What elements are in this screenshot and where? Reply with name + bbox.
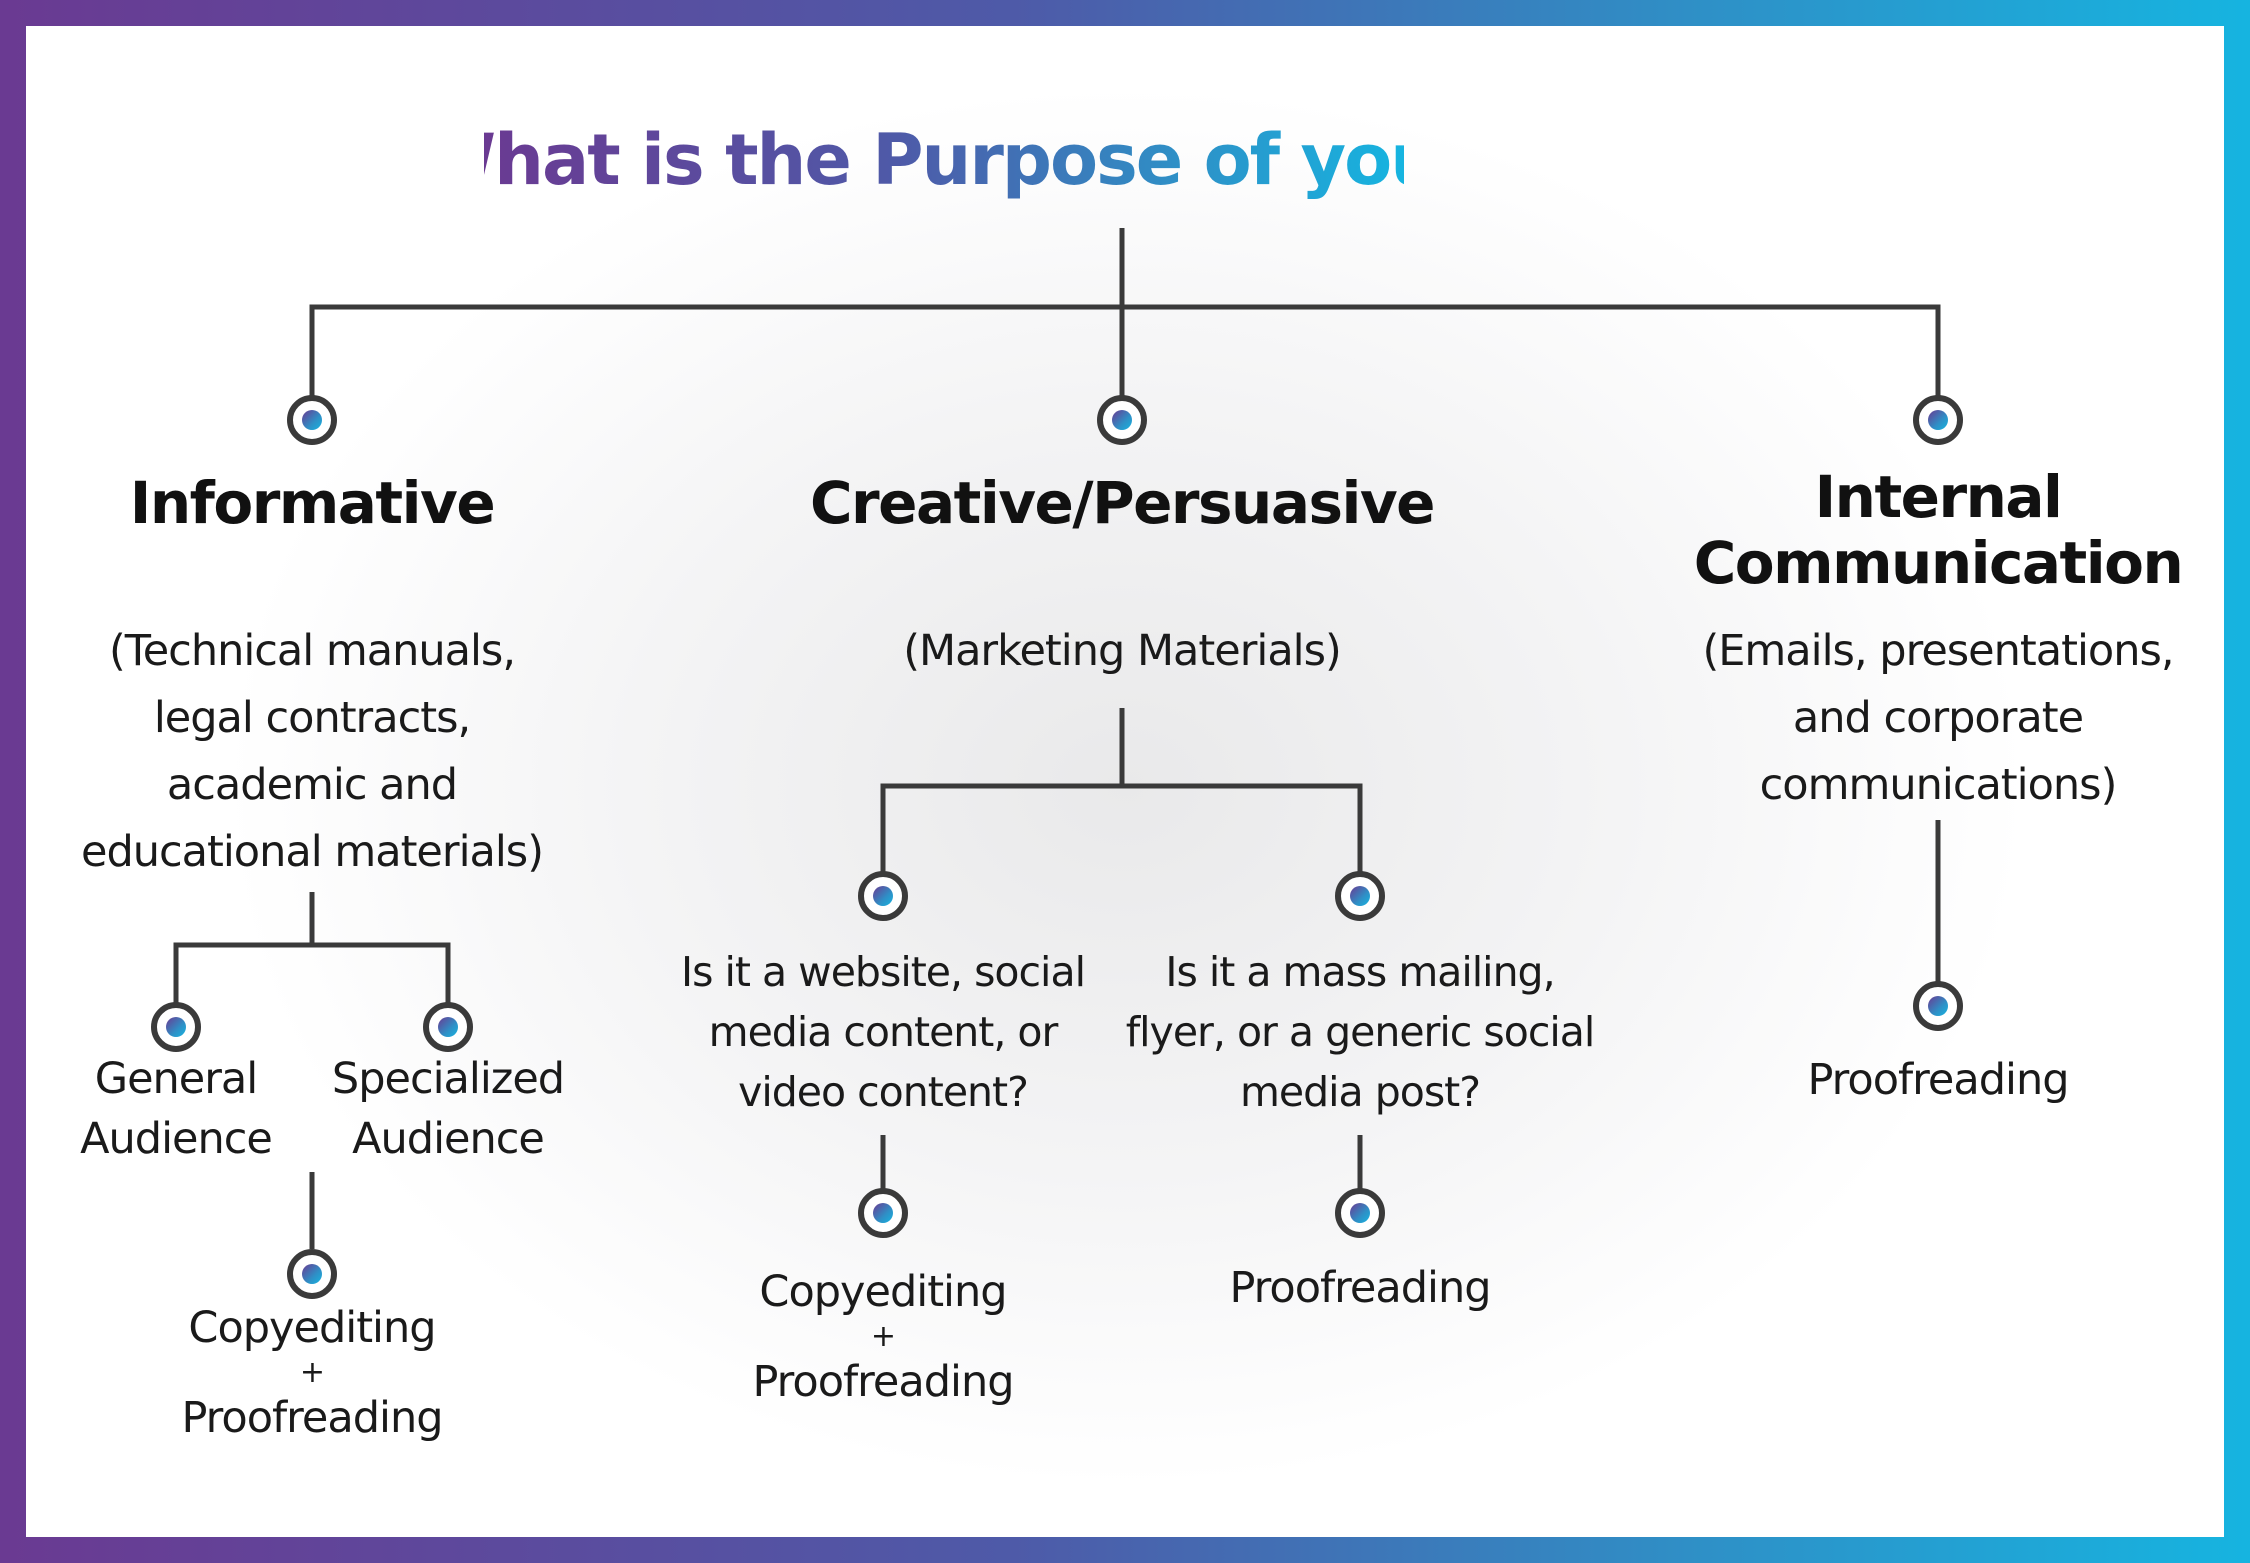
general-audience-node	[151, 1002, 201, 1052]
specialized-audience-label: Specialized Audience	[331, 1054, 565, 1164]
informative-audience-connector	[173, 892, 451, 1025]
internal-examples: (Emails, presentations, and corporate co…	[1702, 626, 2174, 810]
website-question-node	[858, 871, 908, 921]
informative-result-node	[287, 1249, 337, 1299]
general-audience-label: General Audience	[80, 1054, 273, 1164]
website-question: Is it a website, social media content, o…	[681, 948, 1086, 1116]
page-title: What is the Purpose of your Content?	[0, 122, 2250, 199]
informative-result: Copyediting + Proofreading	[181, 1303, 444, 1443]
creative-question-connector	[880, 708, 1363, 878]
mailing-question-node	[1335, 871, 1385, 921]
creative-heading: Creative/Persuasive	[809, 469, 1436, 537]
internal-result-node	[1913, 981, 1963, 1031]
informative-heading: Informative	[129, 469, 496, 537]
creative-examples: (Marketing Materials)	[903, 626, 1342, 676]
internal-result: Proofreading	[1807, 1055, 2070, 1105]
mailing-result: Proofreading	[1229, 1263, 1492, 1313]
specialized-audience-node	[423, 1002, 473, 1052]
mailing-result-node	[1335, 1188, 1385, 1238]
mailing-question: Is it a mass mailing, flyer, or a generi…	[1125, 948, 1596, 1116]
informative-node	[287, 395, 337, 445]
website-result-node	[858, 1188, 908, 1238]
creative-node	[1097, 395, 1147, 445]
diagram-canvas	[26, 26, 2224, 1537]
root-connector	[309, 228, 1941, 400]
internal-node	[1913, 395, 1963, 445]
informative-examples: (Technical manuals, legal contracts, aca…	[81, 626, 544, 877]
website-result: Copyediting + Proofreading	[752, 1267, 1015, 1407]
internal-heading: Internal Communication	[1693, 463, 2184, 597]
